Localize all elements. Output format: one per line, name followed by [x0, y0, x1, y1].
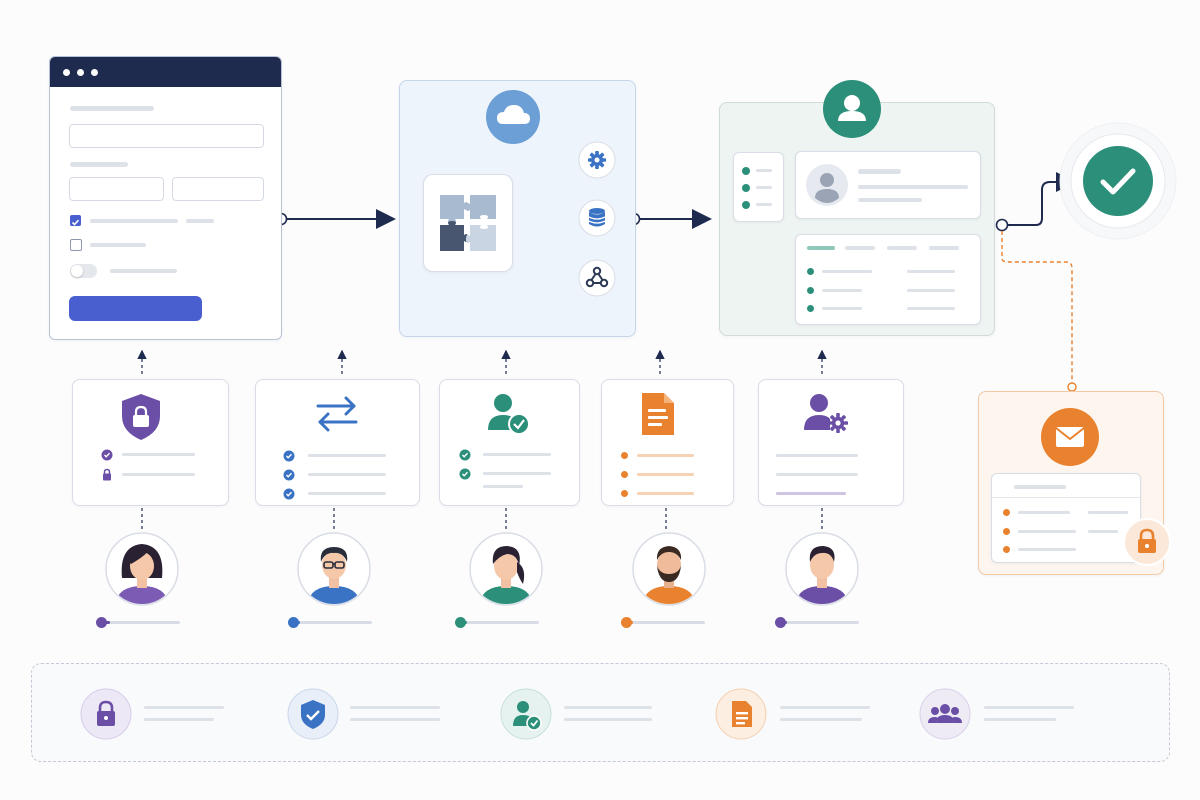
person-progress-track[interactable]	[455, 617, 539, 628]
form-text-field-left[interactable]	[69, 177, 164, 201]
shield-lock-icon	[122, 394, 160, 440]
legend-document-icon	[715, 688, 767, 740]
role-up-arrows	[137, 349, 827, 374]
legend-lock-icon	[80, 688, 132, 740]
integration-hub-tile[interactable]	[423, 174, 513, 272]
user-check-icon	[488, 394, 530, 435]
flow-arrow-profile-to-result	[995, 172, 1076, 232]
person-progress-knob[interactable]	[96, 617, 107, 628]
document-icon	[642, 393, 674, 435]
legend-group-icon	[919, 688, 971, 740]
legend-bar	[31, 663, 1170, 762]
envelope-icon	[1040, 407, 1100, 467]
form-label-line	[70, 106, 154, 111]
flow-arrow-integration-to-profile	[627, 209, 712, 229]
webhook-icon[interactable]	[578, 259, 616, 297]
checkbox-label	[90, 243, 146, 247]
person-progress-track[interactable]	[775, 617, 859, 628]
window-titlebar	[50, 57, 281, 87]
gear-icon[interactable]	[578, 141, 616, 179]
lock-badge-icon	[1122, 517, 1172, 567]
submit-button[interactable]	[69, 296, 202, 321]
check-icon	[283, 450, 295, 462]
form-panel	[49, 56, 282, 340]
checkbox-unchecked[interactable]	[70, 239, 82, 251]
puzzle-icon	[440, 195, 496, 251]
checkbox-checked[interactable]	[70, 215, 81, 226]
legend-shield-check-icon	[287, 688, 339, 740]
sync-arrows-icon	[316, 396, 358, 432]
database-icon[interactable]	[578, 199, 616, 237]
person-links	[141, 508, 823, 530]
profile-details-table[interactable]	[795, 234, 981, 325]
check-icon	[283, 469, 295, 481]
person-progress-knob[interactable]	[775, 617, 786, 628]
person-avatar-3[interactable]	[469, 532, 543, 606]
profile-card[interactable]	[795, 151, 981, 219]
role-card-documents[interactable]	[601, 379, 734, 506]
person-progress-track[interactable]	[288, 617, 372, 628]
check-icon	[459, 449, 471, 461]
person-progress-knob[interactable]	[455, 617, 466, 628]
window-dot	[63, 69, 70, 76]
window-dot	[91, 69, 98, 76]
checkbox-label	[186, 219, 214, 223]
form-label-line	[70, 162, 128, 167]
checkbox-label	[90, 219, 178, 223]
window-dot	[77, 69, 84, 76]
role-card-admin[interactable]	[758, 379, 904, 506]
cloud-icon	[485, 89, 541, 145]
check-icon	[459, 468, 471, 480]
toggle-label	[110, 269, 177, 273]
user-icon	[822, 79, 882, 139]
avatar	[806, 164, 848, 206]
person-avatar-2[interactable]	[297, 532, 371, 606]
notification-message-list[interactable]	[991, 473, 1141, 563]
legend-user-check-icon	[500, 688, 552, 740]
person-avatar-1[interactable]	[105, 532, 179, 606]
person-progress-track[interactable]	[96, 617, 180, 628]
person-progress-track[interactable]	[621, 617, 705, 628]
form-text-field-right[interactable]	[172, 177, 264, 201]
form-text-field[interactable]	[69, 124, 264, 148]
person-avatar-5[interactable]	[785, 532, 859, 606]
role-card-security[interactable]	[72, 379, 229, 506]
profile-menu-list[interactable]	[733, 152, 784, 222]
flow-arrow-form-to-integration	[274, 209, 396, 229]
check-icon	[283, 488, 295, 500]
notification-branch-line	[1001, 231, 1073, 384]
check-icon	[101, 449, 113, 461]
person-progress-knob[interactable]	[621, 617, 632, 628]
user-gear-icon	[804, 394, 848, 433]
lock-icon	[103, 468, 111, 481]
person-progress-knob[interactable]	[288, 617, 299, 628]
role-card-user-approval[interactable]	[439, 379, 580, 506]
success-checkmark-icon	[1058, 121, 1178, 241]
toggle-switch[interactable]	[70, 264, 97, 278]
role-card-sync[interactable]	[255, 379, 420, 506]
person-avatar-4[interactable]	[632, 532, 706, 606]
